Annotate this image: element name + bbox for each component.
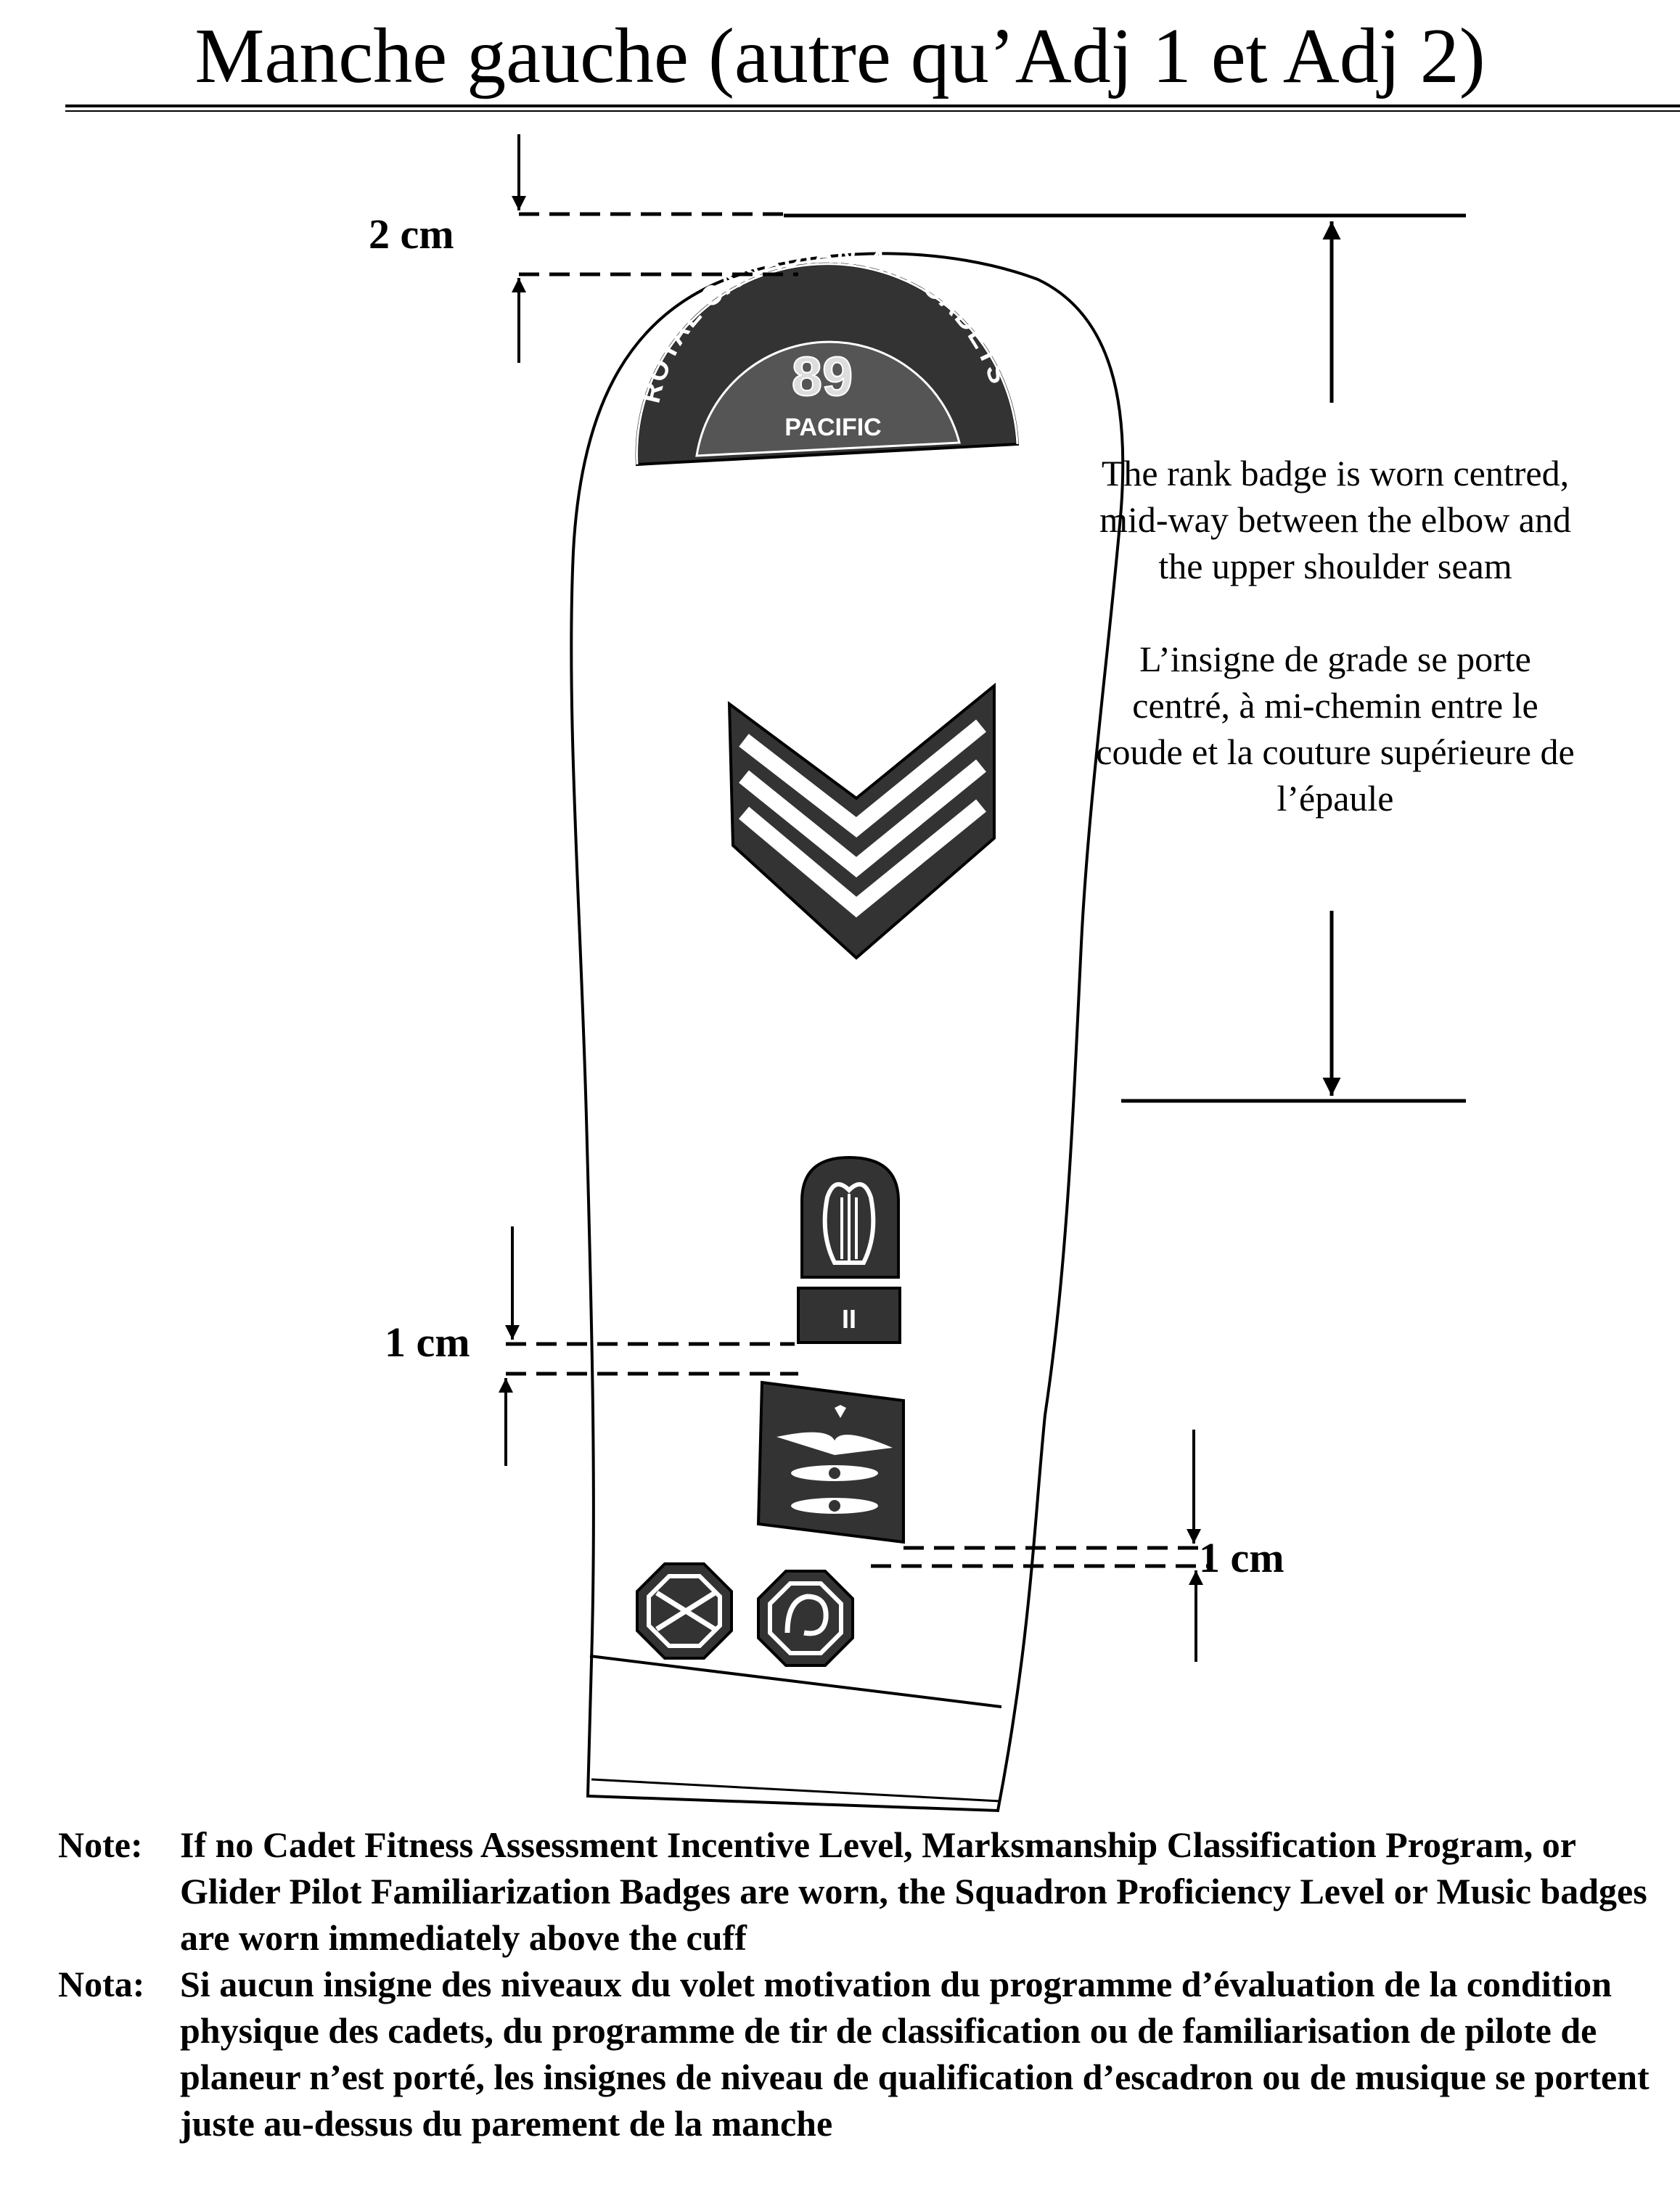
nota-label: Nota: bbox=[58, 1964, 145, 2004]
shoulder-flash-badge: ROYAL CANADIAN AIR CADETS 89 PACIFIC bbox=[636, 239, 1020, 467]
shoulder-flash-name: PACIFIC bbox=[784, 414, 881, 441]
note-label: Note: bbox=[58, 1824, 143, 1865]
music-badge: II bbox=[797, 1155, 901, 1344]
title-rule bbox=[65, 104, 1680, 107]
rank-placement-description: The rank badge is worn centred, mid-way … bbox=[1089, 450, 1582, 821]
shoulder-flash-number: 89 bbox=[792, 346, 853, 408]
right-dimension-marker bbox=[871, 1430, 1208, 1662]
music-level-text: II bbox=[842, 1304, 856, 1334]
right-dimension-label: 1 cm bbox=[1199, 1534, 1284, 1581]
fitness-badge bbox=[757, 1570, 854, 1667]
cuff-line-upper bbox=[589, 1655, 1002, 1708]
sleeve-outline bbox=[570, 252, 1125, 1813]
top-dimension-marker bbox=[512, 134, 798, 363]
notes-section: Note: If no Cadet Fitness Assessment Inc… bbox=[58, 1821, 1669, 2147]
middle-dimension-label: 1 cm bbox=[385, 1319, 470, 1366]
description-english: The rank badge is worn centred, mid-way … bbox=[1099, 453, 1571, 586]
top-dimension-label: 2 cm bbox=[369, 210, 454, 258]
glider-pilot-badge bbox=[756, 1380, 905, 1544]
rank-span-marker bbox=[784, 213, 1466, 1103]
note-text: If no Cadet Fitness Assessment Incentive… bbox=[180, 1824, 1647, 1958]
description-french: L’insigne de grade se porte centré, à mi… bbox=[1096, 639, 1575, 819]
middle-dimension-marker bbox=[499, 1226, 798, 1466]
page-title: Manche gauche (autre qu’Adj 1 et Adj 2) bbox=[194, 13, 1486, 99]
marksmanship-badge bbox=[636, 1562, 733, 1660]
rank-chevron-badge bbox=[727, 682, 996, 960]
note-french: Nota: Si aucun insigne des niveaux du vo… bbox=[58, 1961, 1669, 2147]
note-english: Note: If no Cadet Fitness Assessment Inc… bbox=[58, 1821, 1669, 1961]
nota-text: Si aucun insigne des niveaux du volet mo… bbox=[180, 1964, 1650, 2144]
cuff-line-lower bbox=[591, 1778, 1001, 1803]
title-rule-thin bbox=[65, 110, 1680, 112]
